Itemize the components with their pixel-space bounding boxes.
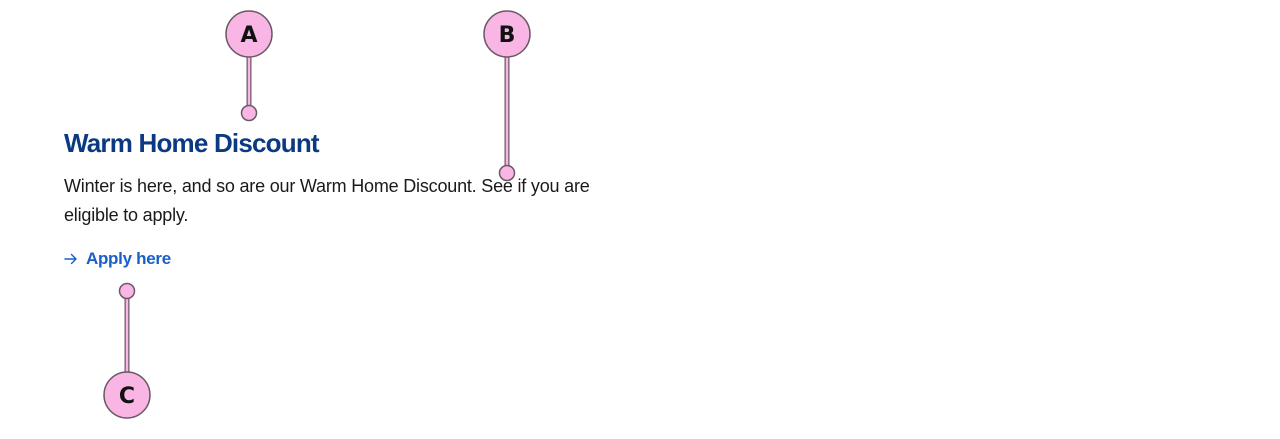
marker-a-anchor (240, 104, 258, 122)
marker-c-anchor (118, 282, 136, 300)
marker-a-badge (225, 10, 273, 58)
marker-c-badge (103, 371, 151, 419)
marker-c: C (103, 282, 151, 419)
marker-b-label: B (499, 23, 516, 48)
marker-a: A (225, 10, 273, 122)
marker-c-label: C (119, 384, 135, 409)
promo-card: Warm Home Discount Winter is here, and s… (64, 126, 644, 270)
marker-b-badge (483, 10, 531, 58)
apply-here-link[interactable]: Apply here (64, 249, 171, 269)
arrow-right-icon (64, 253, 77, 265)
card-body-text: Winter is here, and so are our Warm Home… (64, 176, 590, 225)
card-title: Warm Home Discount (64, 128, 320, 158)
marker-a-label: A (240, 23, 257, 48)
apply-here-label: Apply here (86, 249, 171, 268)
